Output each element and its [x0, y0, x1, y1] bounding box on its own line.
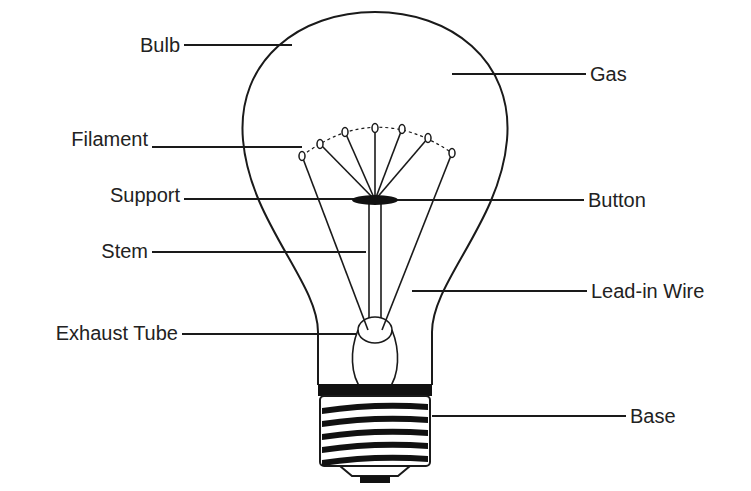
leader-line	[432, 415, 626, 417]
base-collar	[318, 384, 432, 396]
glass-bulb	[242, 12, 507, 385]
button	[352, 195, 398, 205]
leader-line	[394, 199, 584, 201]
support-wire	[345, 132, 375, 200]
part-label: Lead-in Wire	[591, 279, 704, 303]
screw-thread	[322, 429, 428, 440]
part-label: Bulb	[140, 33, 180, 57]
filament-coil	[372, 124, 378, 133]
filament-coils	[299, 124, 455, 161]
support-wire	[374, 128, 376, 200]
support-wire	[375, 129, 402, 200]
support-wire	[375, 138, 428, 200]
screw-base	[320, 396, 430, 466]
leader-line	[182, 333, 356, 335]
base-contact	[360, 476, 390, 483]
stem	[368, 203, 370, 318]
part-label: Support	[110, 183, 180, 207]
base-insulator	[340, 466, 410, 476]
leader-line	[452, 73, 586, 75]
part-label: Filament	[71, 127, 148, 151]
support-wire	[320, 144, 375, 200]
filament-coil	[299, 152, 305, 161]
stem-flare	[352, 330, 397, 390]
part-label: Stem	[101, 239, 148, 263]
filament-coil	[425, 134, 431, 143]
filament-coil	[449, 149, 455, 158]
filament-coil	[342, 128, 348, 137]
screw-threads	[322, 403, 428, 466]
leader-line	[184, 198, 360, 200]
part-label: Gas	[590, 62, 627, 86]
screw-thread	[322, 403, 428, 414]
filament-coil	[317, 140, 323, 149]
stem	[380, 203, 382, 318]
screw-thread	[322, 416, 428, 427]
part-label: Exhaust Tube	[56, 321, 178, 345]
leader-line	[412, 290, 587, 292]
filament-coil	[399, 125, 405, 134]
screw-thread	[322, 442, 428, 453]
leader-line	[152, 146, 302, 148]
leader-lines	[152, 45, 626, 416]
part-label: Button	[588, 188, 646, 212]
stem-assembly	[302, 128, 452, 390]
leader-line	[152, 251, 366, 253]
leader-line	[184, 44, 292, 46]
screw-thread	[322, 455, 428, 466]
exhaust-tube	[358, 317, 392, 343]
part-label: Base	[630, 404, 676, 428]
